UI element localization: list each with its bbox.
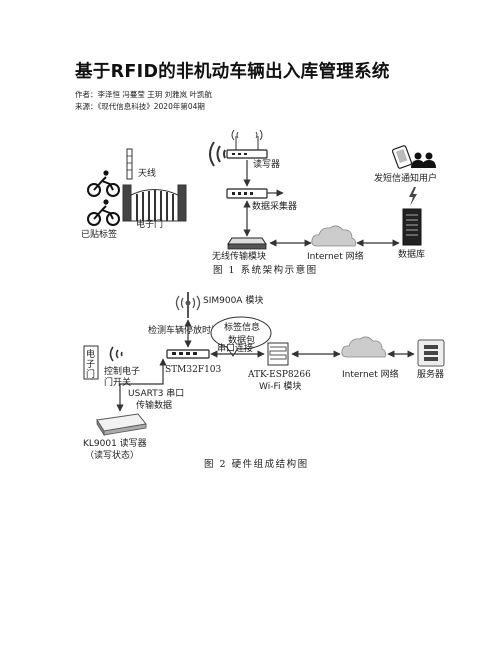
antenna-label: 天线: [138, 167, 156, 179]
antenna-icon: [126, 148, 133, 180]
stm32-board-icon: [166, 349, 210, 359]
lightning-icon: [409, 187, 417, 206]
sim-antenna-icon: [175, 292, 201, 318]
cloud-icon: [311, 225, 356, 247]
detect-label: 检测车辆停放时间: [148, 324, 220, 336]
wireless-module-icon: [227, 237, 267, 250]
collector-device-icon: [226, 188, 268, 199]
paper-source: 来源：《现代信息科技》2020年第04期: [75, 102, 205, 111]
wifi-signal-icon: [209, 141, 226, 167]
door-char-3: 门: [86, 368, 95, 380]
cyclist-icon: [87, 170, 120, 197]
wireless-label: 无线传输模块: [212, 250, 266, 262]
database-label: 数据库: [398, 248, 425, 260]
control-line-2: 门开关: [104, 376, 131, 388]
figure-1: 已贴标签 天线 电子门: [81, 129, 437, 276]
bubble-line-2: 数据包: [228, 334, 255, 346]
server-icon: [417, 339, 445, 367]
figure-2: SIM900A 模块 检测车辆停放时间 标签信息 数据包 电 子 门 控制电子 …: [83, 292, 445, 470]
paper-authors: 作者：李泽恒 冯蔓莹 王玥 刘雅岚 叶凯航: [75, 90, 213, 99]
kl9001-reader-icon: [96, 413, 147, 437]
cyclist-icon: [87, 199, 120, 226]
kl9001-line-1: KL9001 读写器: [83, 437, 147, 449]
cloud-icon: [341, 336, 386, 358]
control-line-1: 控制电子: [104, 365, 140, 377]
bubble-line-1: 标签信息: [224, 321, 260, 333]
gate-icon: [122, 184, 187, 222]
stm-label: STM32F103: [165, 365, 222, 375]
server-label: 服务器: [417, 368, 444, 380]
gate-label: 电子门: [136, 218, 163, 230]
reader-label: 读写器: [253, 158, 280, 170]
esp-line-1: ATK-ESP8266: [247, 370, 311, 380]
door-box: [83, 345, 99, 380]
internet-label-2: Internet 网络: [342, 368, 399, 380]
esp-line-2: Wi-Fi 模块: [259, 380, 301, 392]
arrow-stm-to-kl9001: [116, 358, 167, 412]
serial-label: 串口连接: [217, 342, 253, 354]
reader-device-icon: [226, 129, 268, 159]
door-char-1: 电: [86, 348, 95, 360]
database-server-icon: [402, 208, 422, 246]
tag-label: 已贴标签: [81, 228, 117, 240]
phone-icon: [391, 145, 413, 169]
paper-title: 基于RFID的非机动车辆出入库管理系统: [75, 62, 390, 82]
collector-label: 数据采集器: [252, 200, 297, 212]
figure-1-caption: 图 1 系统架构示意图: [213, 264, 318, 276]
kl9001-line-2: （读写状态）: [85, 449, 139, 461]
internet-label-1: Internet 网络: [307, 250, 364, 262]
signal-arcs-icon: [109, 346, 123, 362]
usart-line-1: USART3 串口: [128, 388, 184, 399]
notify-label: 发短信通知用户: [374, 172, 437, 184]
figure-2-caption: 图 2 硬件组成结构图: [204, 458, 309, 470]
users-icon: [411, 152, 436, 168]
usart-line-2: 传输数据: [136, 399, 172, 411]
esp8266-chip-icon: [267, 342, 289, 366]
sim-label: SIM900A 模块: [203, 294, 263, 306]
door-char-2: 子: [86, 359, 95, 370]
